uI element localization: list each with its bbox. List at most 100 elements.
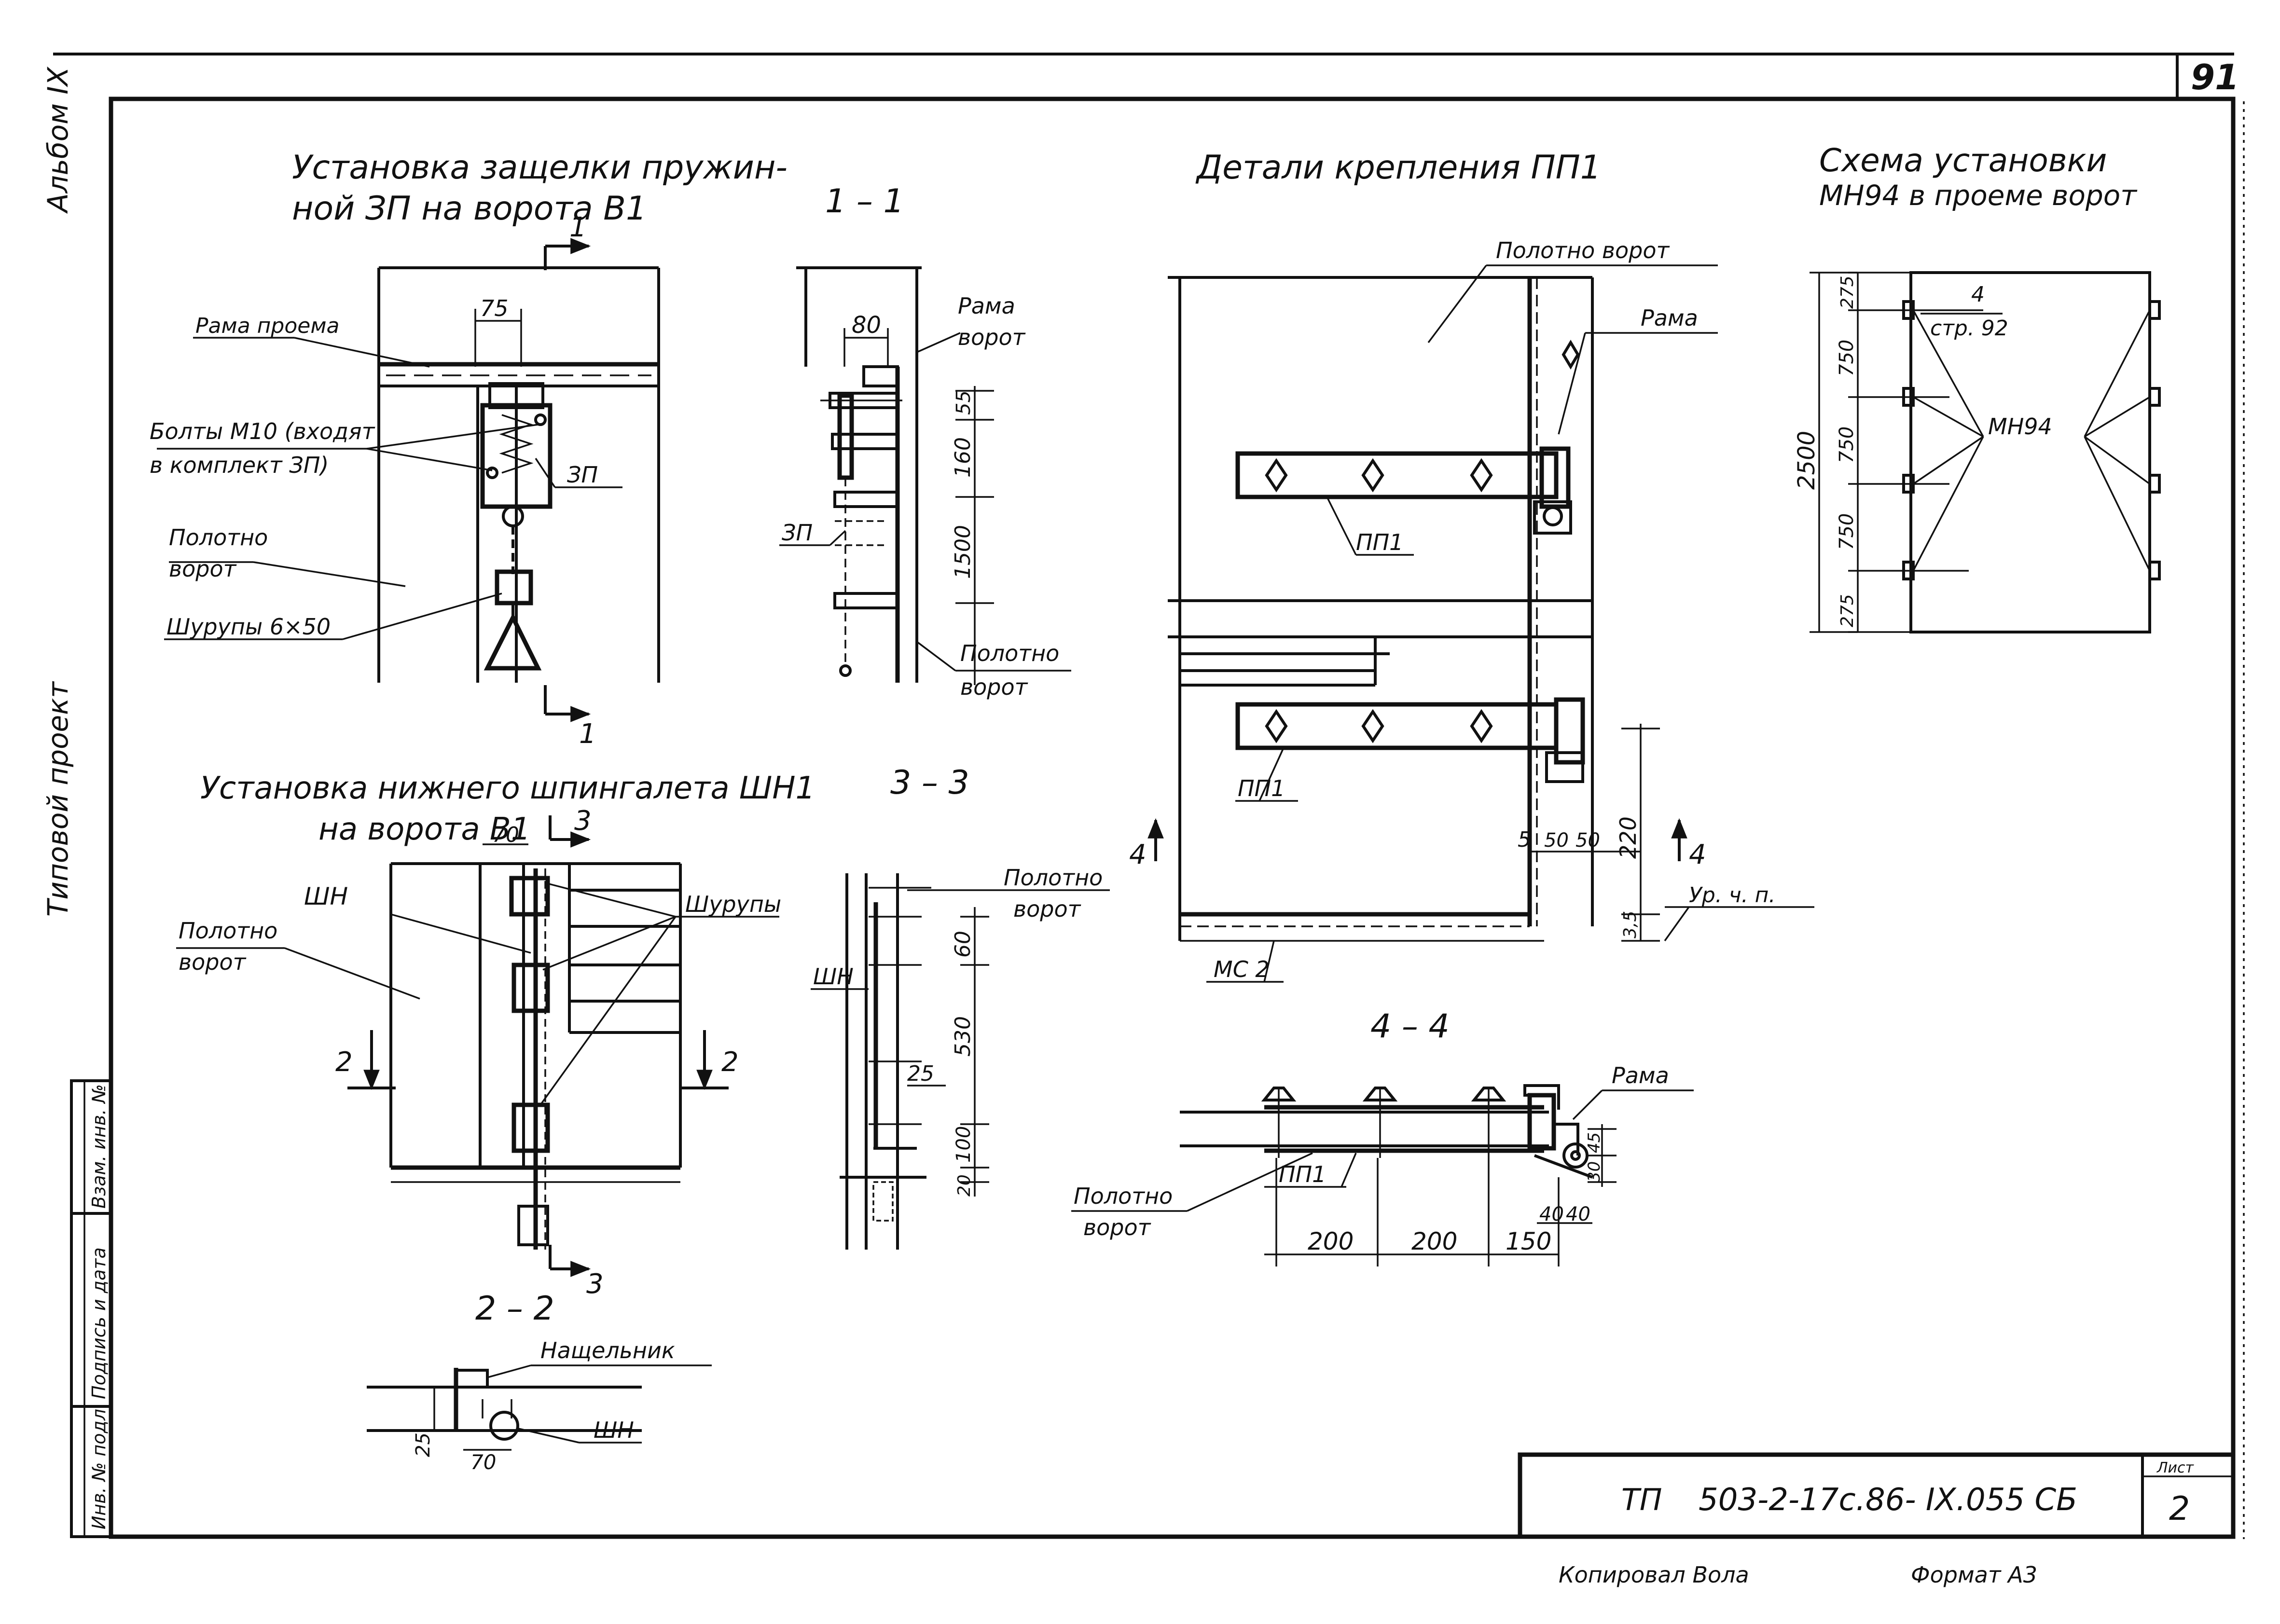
pp1-label-pp1-top: ПП1 [1356, 529, 1403, 555]
copied-by: Копировал Вола [1559, 1562, 1749, 1588]
s44-label-leaf-2: ворот [1083, 1214, 1151, 1240]
pp1-dim-5: 5 [1518, 827, 1531, 852]
latch-label-screws: Шурупы 6×50 [166, 614, 331, 640]
latch-label-leaf-2: ворот [169, 556, 237, 582]
bolt-cut-2-right: 2 [721, 1046, 739, 1078]
s22-label-sh: ШН [594, 1417, 634, 1443]
section-1-1-drawing [779, 266, 1071, 685]
s44-dim-30: 30 [1585, 1161, 1604, 1182]
section-2-2-title: 2 – 2 [475, 1290, 554, 1328]
s11-label-leaf-1: Полотно [960, 640, 1059, 666]
s11-label-leaf-2: ворот [960, 674, 1028, 700]
mn94-scheme-drawing [1810, 271, 2161, 633]
s44-dim-200a: 200 [1308, 1227, 1354, 1255]
pp1-dim-35: 3,5 [1620, 911, 1640, 938]
latch-label-leaf-1: Полотно [169, 524, 268, 551]
pp1-cut-mark-left: 4 [1129, 839, 1147, 870]
bolt-dim-70: 70 [492, 823, 519, 847]
title-block [1518, 1452, 2236, 1539]
sheet-format: Формат А3 [1911, 1562, 2037, 1588]
s11-label-frame-1: Рама [958, 293, 1015, 319]
mn94-cables [1912, 309, 2151, 572]
doc-code: 503-2-17с.86- IX.055 СБ [1699, 1482, 2077, 1518]
bolt-title-2: на ворота В1 [318, 812, 531, 847]
latch-title-1: Установка защелки пружин- [292, 149, 788, 187]
s33-label-leaf-2: ворот [1013, 896, 1081, 922]
bolt-cut-2-left: 2 [335, 1046, 353, 1078]
pp1-dim-50a: 50 [1544, 829, 1569, 852]
left-stamp [70, 1079, 112, 1538]
s11-dim-55: 55 [953, 390, 975, 415]
pp1-dim-220: 220 [1615, 816, 1641, 859]
pp1-label-pp1-bottom: ПП1 [1238, 775, 1285, 801]
s11-dim-80: 80 [852, 312, 881, 339]
section-2-2-drawing [367, 1364, 712, 1451]
bolt-label-leaf-2: ворот [179, 949, 247, 975]
mn94-dim-750a: 750 [1836, 340, 1858, 376]
pp1-dim-50b: 50 [1575, 829, 1600, 852]
sheet-frame [53, 53, 2245, 1539]
bolt-cut-mark-top: 3 [574, 805, 592, 837]
section-4-4-bolts [1261, 1087, 1506, 1158]
bolt-cut-mark-bottom: 3 [586, 1268, 604, 1300]
s44-dim-200b: 200 [1411, 1227, 1457, 1255]
mn94-label: МН94 [1988, 413, 2052, 440]
s44-label-pp1: ПП1 [1279, 1161, 1326, 1187]
s11-label-zp: ЗП [782, 520, 813, 546]
stamp-col-replaces: Взам. инв. № [88, 1084, 110, 1209]
bolt-title-1: Установка нижнего шпингалета ШН1 [200, 771, 815, 806]
s33-label-leaf-1: Полотно [1004, 865, 1103, 891]
s33-dim-20: 20 [954, 1174, 974, 1197]
s33-label-sh: ШН [813, 963, 854, 990]
s11-label-frame-2: ворот [958, 324, 1026, 350]
sheet-number: 2 [2169, 1490, 2190, 1528]
pp1-label-leaf: Полотно ворот [1496, 237, 1670, 263]
pp1-label-mc2: МС 2 [1214, 956, 1270, 982]
latch-view-drawing [157, 238, 660, 722]
s33-dim-60: 60 [951, 931, 975, 958]
s33-dim-530: 530 [951, 1016, 975, 1057]
mn94-ref-bottom: стр. 92 [1930, 316, 2008, 341]
latch-cut-mark-top: 1 [569, 212, 587, 243]
mn94-dim-275a: 275 [1838, 275, 1857, 309]
s11-dim-160: 160 [951, 437, 975, 478]
mn94-dim-750b: 750 [1836, 427, 1858, 463]
bolt-label-leaf-1: Полотно [179, 918, 277, 944]
s44-dim-40b: 40 [1566, 1203, 1590, 1225]
latch-title-2: ной ЗП на ворота В1 [292, 190, 647, 228]
latch-dim-75: 75 [480, 295, 509, 321]
latch-label-frame: Рама проема [195, 314, 339, 338]
latch-label-bolts-1: Болты М10 (входят [150, 418, 375, 444]
stamp-col-signature: Подпись и дата [88, 1247, 110, 1399]
pp1-label-level: Ур. ч. п. [1689, 883, 1775, 908]
mn94-anchors [1902, 300, 2161, 580]
section-1-1-title: 1 – 1 [825, 182, 904, 220]
s44-dim-150: 150 [1506, 1227, 1551, 1255]
latch-label-zp: ЗП [567, 462, 598, 488]
pp1-view-drawing [1147, 264, 1814, 983]
section-3-3-title: 3 – 3 [890, 764, 969, 802]
s22-dim-70: 70 [470, 1450, 496, 1474]
section-4-4-drawing [1071, 1084, 1694, 1266]
mn94-title-1: Схема установки [1819, 142, 2107, 179]
s33-dim-100: 100 [953, 1126, 975, 1163]
mn94-dim-2500: 2500 [1793, 431, 1820, 490]
mn94-title-2: МН94 в проеме ворот [1819, 179, 2138, 212]
latch-label-bolts-2: в комплект ЗП) [150, 452, 329, 478]
mn94-dim-275b: 275 [1838, 594, 1857, 627]
s33-dim-25: 25 [907, 1061, 934, 1086]
s44-label-frame: Рама [1612, 1062, 1669, 1088]
s22-dim-25: 25 [412, 1432, 434, 1457]
bolt-label-sh: ШН [304, 882, 348, 910]
section-4-4-title: 4 – 4 [1370, 1007, 1450, 1046]
s11-dim-1500: 1500 [951, 525, 975, 579]
latch-cut-mark-bottom: 1 [579, 718, 596, 750]
section-3-3-drawing [811, 873, 1110, 1250]
s22-label-cover: Нащельник [540, 1337, 675, 1363]
doc-code-prefix: ТП [1621, 1482, 1662, 1517]
pp1-title: Детали крепления ПП1 [1195, 149, 1601, 187]
page-number: 91 [2191, 57, 2239, 97]
pp1-label-frame: Рама [1641, 305, 1698, 331]
stamp-col-inventory: Инв. № подл. [88, 1403, 110, 1529]
